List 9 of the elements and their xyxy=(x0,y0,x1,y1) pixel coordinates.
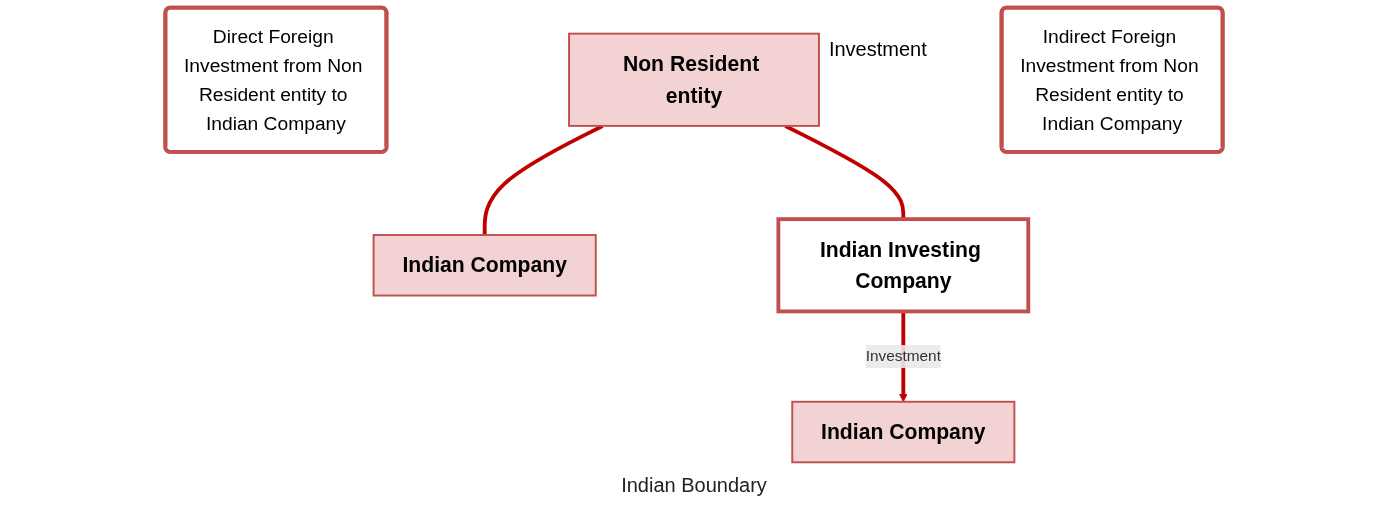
node-box: Indian Company xyxy=(372,234,597,297)
node-box: Indian Investing Company xyxy=(776,217,1031,314)
node-box: Indian Company xyxy=(791,400,1016,464)
edge-label: Investment xyxy=(865,347,941,365)
boundary-label: Indian Boundary xyxy=(621,474,767,496)
node-box: Non Resident entity xyxy=(568,32,820,127)
investment-label: Investment xyxy=(828,37,927,61)
connector xyxy=(482,124,604,235)
connector xyxy=(784,124,906,220)
